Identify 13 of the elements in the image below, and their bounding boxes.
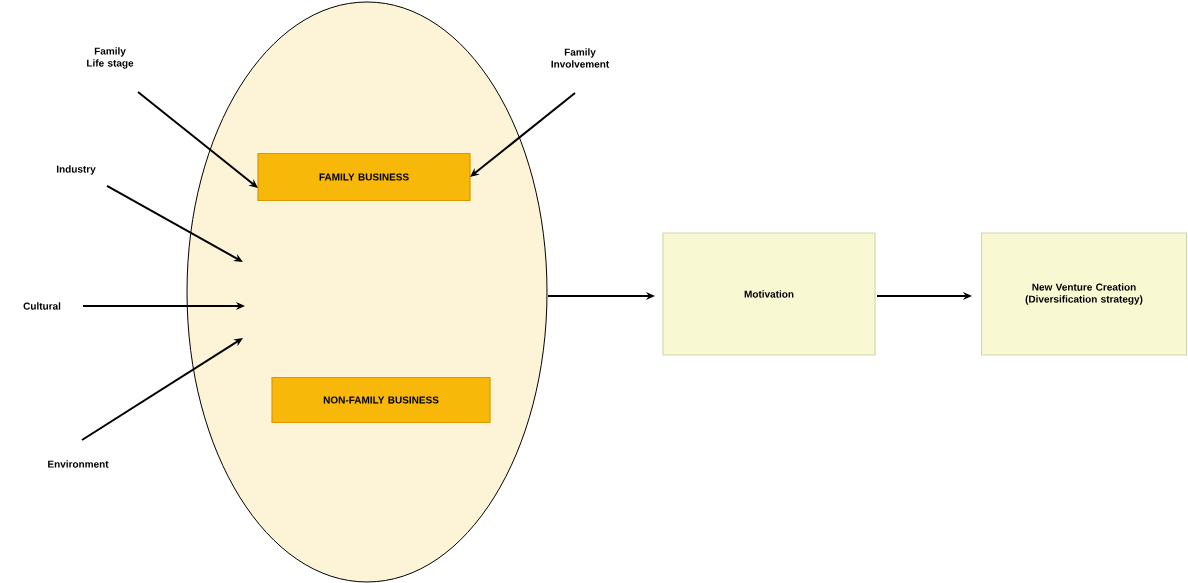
process-box: FAMILY BUSINESS [257, 152, 471, 202]
process-box: NON-FAMILY BUSINESS [271, 376, 491, 424]
factor-label: Family Involvement [551, 48, 610, 68]
factor-label: Environment [48, 460, 109, 468]
arrow [81, 338, 243, 441]
factor-label: Industry [56, 165, 96, 175]
factor-label: Family Life stage [87, 47, 134, 69]
process-box: Motivation [662, 232, 876, 356]
arrow [137, 91, 258, 188]
arrow [470, 92, 576, 177]
arrow [106, 185, 243, 262]
process-box: New Venture Creation (Diversification strategy) [980, 232, 1188, 356]
factor-label: Cultural [23, 302, 61, 310]
